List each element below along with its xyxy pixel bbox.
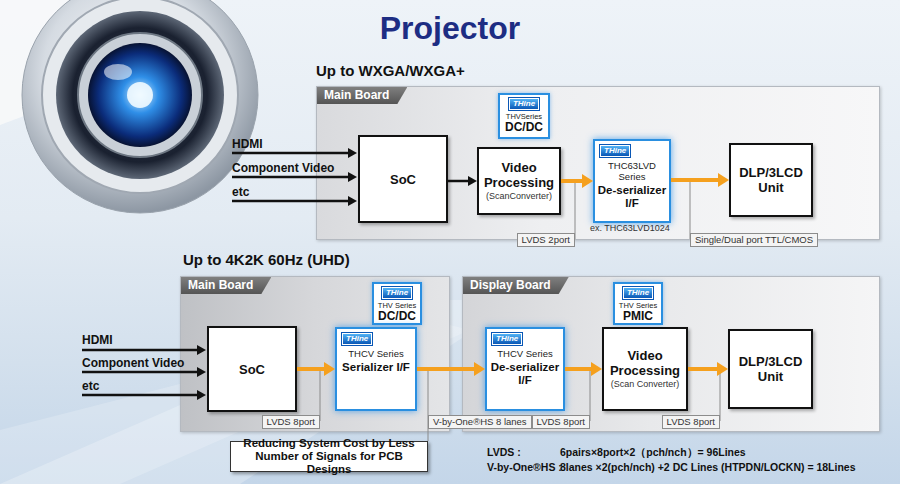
lens-glow — [127, 82, 153, 108]
callout-box: Reducing System Cost by Less Number of S… — [230, 441, 428, 472]
series-name: THVSeries — [506, 112, 542, 121]
connector-line — [565, 367, 592, 371]
lens-ring-dark — [56, 11, 224, 179]
input-signal-name: HDMI — [232, 137, 263, 151]
brand-logo: THine — [509, 98, 539, 110]
arrow-head — [324, 362, 335, 376]
arrow-head — [717, 362, 728, 376]
chip-badge: THineTHVSeriesDC/DC — [498, 93, 550, 139]
part-example: ex. THC63LVD1024 — [590, 223, 670, 233]
signal-tag: LVDS 8port — [532, 415, 590, 429]
board-tab: Main Board — [181, 277, 271, 294]
light-ray — [0, 320, 470, 484]
signal-tag: LVDS 2port — [517, 233, 575, 247]
board-tab: Display Board — [463, 277, 569, 294]
block-name: SoC — [239, 362, 265, 377]
board-band: Main BoardTHineTHV SeriesDC/DCSoCTHineTH… — [180, 276, 450, 432]
brand-logo: THine — [342, 333, 372, 345]
chip-badge: THineTHV SeriesDC/DC — [372, 282, 422, 325]
signal-tag: LVDS 8port — [662, 415, 720, 429]
section-heading: Up to 4K2K 60Hz (UHD) — [183, 251, 350, 268]
connector-line — [297, 367, 325, 371]
block-name: Video Processing — [479, 160, 559, 190]
input-signal-name: Component Video — [82, 356, 184, 370]
board-band: Main BoardTHineTHVSeriesDC/DCSoCVideo Pr… — [316, 86, 880, 240]
series-name: THC63LVD Series — [595, 160, 669, 182]
connector-line — [688, 367, 718, 371]
signal-connector — [561, 174, 593, 188]
board-tab: Main Board — [317, 87, 407, 104]
footnote-text: 8lanes ×2(pch/nch) +2 DC Lines (HTPDN/LO… — [560, 461, 856, 473]
part-function: DC/DC — [505, 121, 543, 134]
brand-logo: THine — [492, 333, 522, 345]
process-box: SoC — [207, 326, 297, 412]
connector-line — [671, 178, 719, 182]
lens-highlight — [104, 64, 132, 80]
signal-connector — [671, 173, 729, 187]
input-signal-name: etc — [82, 379, 99, 393]
process-box: Video Processing(Scan Converter) — [602, 327, 688, 411]
board-band: Display BoardTHineTHV SeriesPMICTHineTHC… — [462, 276, 880, 432]
block-name: DLP/3LCD Unit — [730, 354, 811, 384]
connector-line — [448, 180, 469, 183]
lens-barrel — [22, 0, 258, 213]
signal-tag: LVDS 8port — [262, 415, 320, 429]
signal-connector — [448, 176, 477, 186]
arrow-head — [582, 174, 593, 188]
signal-tag: V-by-One®HS 8 lanes — [428, 415, 532, 429]
series-name: THV Series — [619, 301, 657, 310]
process-box: SoC — [358, 135, 448, 223]
arrow-head — [474, 362, 485, 376]
input-signal-name: etc — [232, 185, 249, 199]
lens-glass — [88, 43, 192, 147]
lens-ring — [42, 0, 238, 193]
signal-connector — [297, 362, 335, 376]
part-function: Serializer I/F — [342, 361, 410, 374]
block-subtitle: (ScanConverter) — [486, 191, 552, 202]
interface-chip-box: THineTHCV SeriesSerializer I/F — [335, 327, 417, 411]
lens-inner-ring — [78, 33, 202, 157]
process-box: Video Processing(ScanConverter) — [477, 147, 561, 215]
process-box: DLP/3LCD Unit — [729, 143, 813, 217]
arrow-head — [591, 362, 602, 376]
block-name: Video Processing — [604, 348, 686, 378]
block-name: DLP/3LCD Unit — [731, 165, 811, 195]
chip-badge: THineTHV SeriesPMIC — [613, 282, 663, 325]
connector-line — [561, 179, 583, 183]
footnote-text: LVDS : — [487, 446, 521, 458]
block-subtitle: (Scan Converter) — [611, 379, 680, 390]
brand-logo: THine — [623, 287, 653, 299]
interface-chip-box: THineTHC63LVD SeriesDe-serializer I/F — [593, 139, 671, 223]
signal-tag: Single/Dual port TTL/CMOS — [690, 233, 818, 247]
series-name: THCV Series — [497, 348, 552, 359]
brand-logo: THine — [600, 145, 630, 157]
footnote-text: 6pairs×8port×2（pch/nch）= 96Lines — [560, 446, 746, 460]
signal-connector — [565, 362, 602, 376]
arrow-head — [718, 173, 729, 187]
block-name: SoC — [390, 172, 416, 187]
series-name: THCV Series — [348, 348, 403, 359]
arrow-head — [468, 176, 477, 186]
part-function: De-serializer I/F — [595, 184, 669, 210]
signal-connector — [688, 362, 728, 376]
section-heading: Up to WXGA/WXGA+ — [316, 62, 465, 79]
input-signal-name: Component Video — [232, 161, 334, 175]
part-function: DC/DC — [378, 310, 416, 323]
diagram-title: Projector — [0, 10, 900, 47]
brand-logo: THine — [382, 287, 412, 299]
input-signal-name: HDMI — [82, 333, 113, 347]
part-function: De-serializer I/F — [487, 361, 563, 387]
footnote-text: V-by-One®HS : — [487, 461, 562, 473]
part-function: PMIC — [623, 310, 653, 323]
interface-chip-box: THineTHCV SeriesDe-serializer I/F — [485, 327, 565, 411]
connector-line — [417, 367, 475, 371]
series-name: THV Series — [378, 301, 416, 310]
signal-connector — [417, 362, 485, 376]
process-box: DLP/3LCD Unit — [728, 329, 813, 409]
callout-text: Reducing System Cost by Less Number of S… — [235, 437, 423, 476]
